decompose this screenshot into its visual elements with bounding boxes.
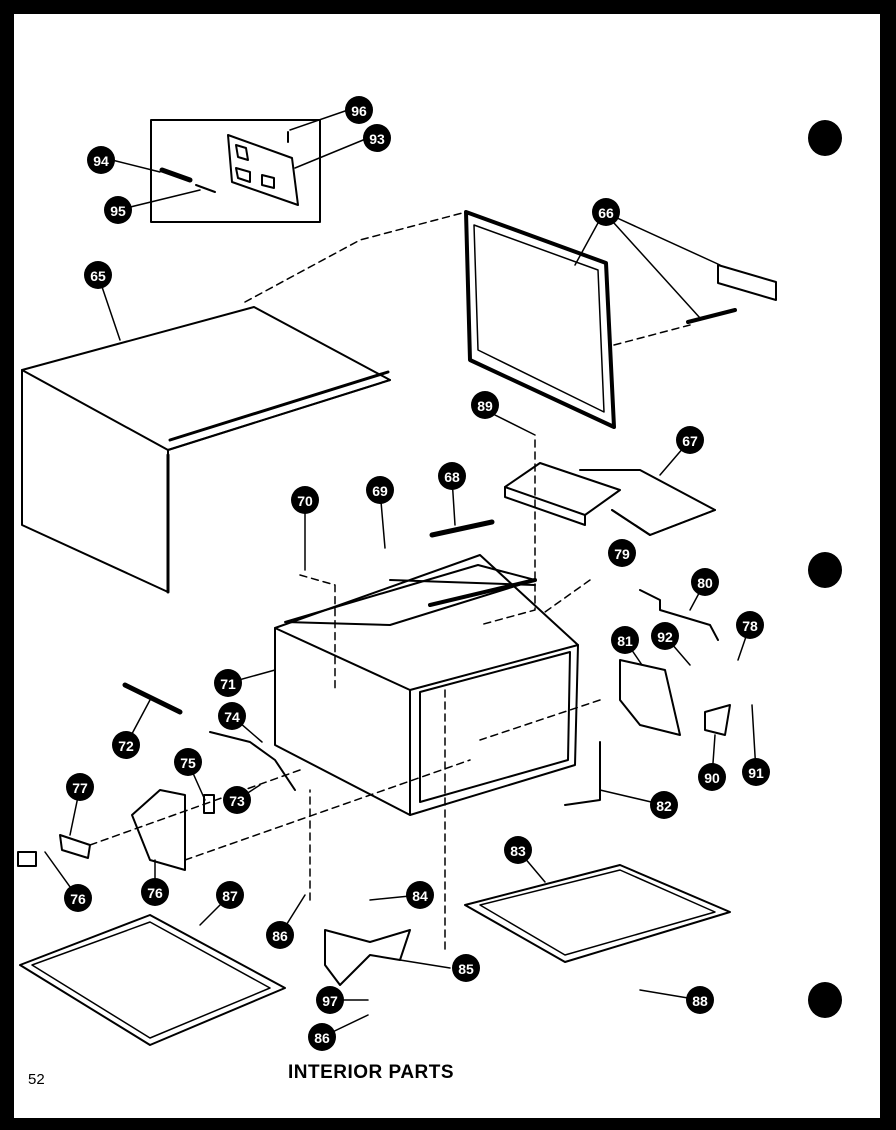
callout-label: 94 xyxy=(93,153,109,169)
callout-label: 96 xyxy=(351,103,367,119)
callout-label: 67 xyxy=(682,433,698,449)
callout-label: 73 xyxy=(229,793,245,809)
callout-label: 82 xyxy=(656,798,672,814)
callout-96: 96 xyxy=(345,96,373,124)
callout-label: 77 xyxy=(72,780,88,796)
callout-86: 86 xyxy=(308,1023,336,1051)
callout-89: 89 xyxy=(471,391,499,419)
callout-label: 76 xyxy=(70,891,86,907)
callout-label: 85 xyxy=(458,961,474,977)
callout-76: 76 xyxy=(64,884,92,912)
callout-label: 68 xyxy=(444,469,460,485)
callout-68: 68 xyxy=(438,462,466,490)
callout-88: 88 xyxy=(686,986,714,1014)
callout-95: 95 xyxy=(104,196,132,224)
callout-66: 66 xyxy=(592,198,620,226)
callout-78: 78 xyxy=(736,611,764,639)
callout-label: 93 xyxy=(369,131,385,147)
callout-label: 71 xyxy=(220,676,236,692)
callout-label: 75 xyxy=(180,755,196,771)
callout-94: 94 xyxy=(87,146,115,174)
callout-label: 92 xyxy=(657,629,673,645)
callout-70: 70 xyxy=(291,486,319,514)
callout-label: 89 xyxy=(477,398,493,414)
callout-label: 81 xyxy=(617,633,633,649)
callout-84: 84 xyxy=(406,881,434,909)
callout-82: 82 xyxy=(650,791,678,819)
callout-75: 75 xyxy=(174,748,202,776)
callout-91: 91 xyxy=(742,758,770,786)
callout-86: 86 xyxy=(266,921,294,949)
callout-label: 69 xyxy=(372,483,388,499)
callout-label: 80 xyxy=(697,575,713,591)
callout-label: 91 xyxy=(748,765,764,781)
duct-assembly xyxy=(504,462,716,536)
callout-label: 95 xyxy=(110,203,126,219)
callout-83: 83 xyxy=(504,836,532,864)
callout-label: 90 xyxy=(704,770,720,786)
callout-90: 90 xyxy=(698,763,726,791)
callout-label: 74 xyxy=(224,709,240,725)
callout-label: 65 xyxy=(90,268,106,284)
punch-hole xyxy=(808,982,842,1018)
callout-label: 66 xyxy=(598,205,614,221)
callout-label: 83 xyxy=(510,843,526,859)
callout-72: 72 xyxy=(112,731,140,759)
callout-label: 97 xyxy=(322,993,338,1009)
callout-76: 76 xyxy=(141,878,169,906)
callout-97: 97 xyxy=(316,986,344,1014)
punch-hole xyxy=(808,552,842,588)
callout-67: 67 xyxy=(676,426,704,454)
callout-label: 87 xyxy=(222,888,238,904)
callout-87: 87 xyxy=(216,881,244,909)
outer-case xyxy=(21,306,391,594)
callout-93: 93 xyxy=(363,124,391,152)
hinge-inset xyxy=(150,119,321,223)
callout-label: 72 xyxy=(118,738,134,754)
callout-label: 86 xyxy=(314,1030,330,1046)
callout-label: 84 xyxy=(412,888,428,904)
callout-74: 74 xyxy=(218,702,246,730)
inner-cavity xyxy=(274,554,579,816)
callout-92: 92 xyxy=(651,622,679,650)
callout-label: 86 xyxy=(272,928,288,944)
callout-79: 79 xyxy=(608,539,636,567)
callout-label: 88 xyxy=(692,993,708,1009)
callout-69: 69 xyxy=(366,476,394,504)
callout-77: 77 xyxy=(66,773,94,801)
callout-label: 79 xyxy=(614,546,630,562)
diagram-caption: INTERIOR PARTS xyxy=(288,1062,455,1083)
callout-73: 73 xyxy=(223,786,251,814)
punch-hole xyxy=(808,120,842,156)
page-number: 52 xyxy=(28,1071,45,1088)
callout-label: 70 xyxy=(297,493,313,509)
callout-85: 85 xyxy=(452,954,480,982)
callout-71: 71 xyxy=(214,669,242,697)
back-panel xyxy=(464,210,616,429)
bottom-tray xyxy=(464,864,731,963)
callout-80: 80 xyxy=(691,568,719,596)
callout-label: 76 xyxy=(147,885,163,901)
glass-tray xyxy=(19,914,286,1046)
callout-label: 78 xyxy=(742,618,758,634)
callout-81: 81 xyxy=(611,626,639,654)
callout-65: 65 xyxy=(84,261,112,289)
